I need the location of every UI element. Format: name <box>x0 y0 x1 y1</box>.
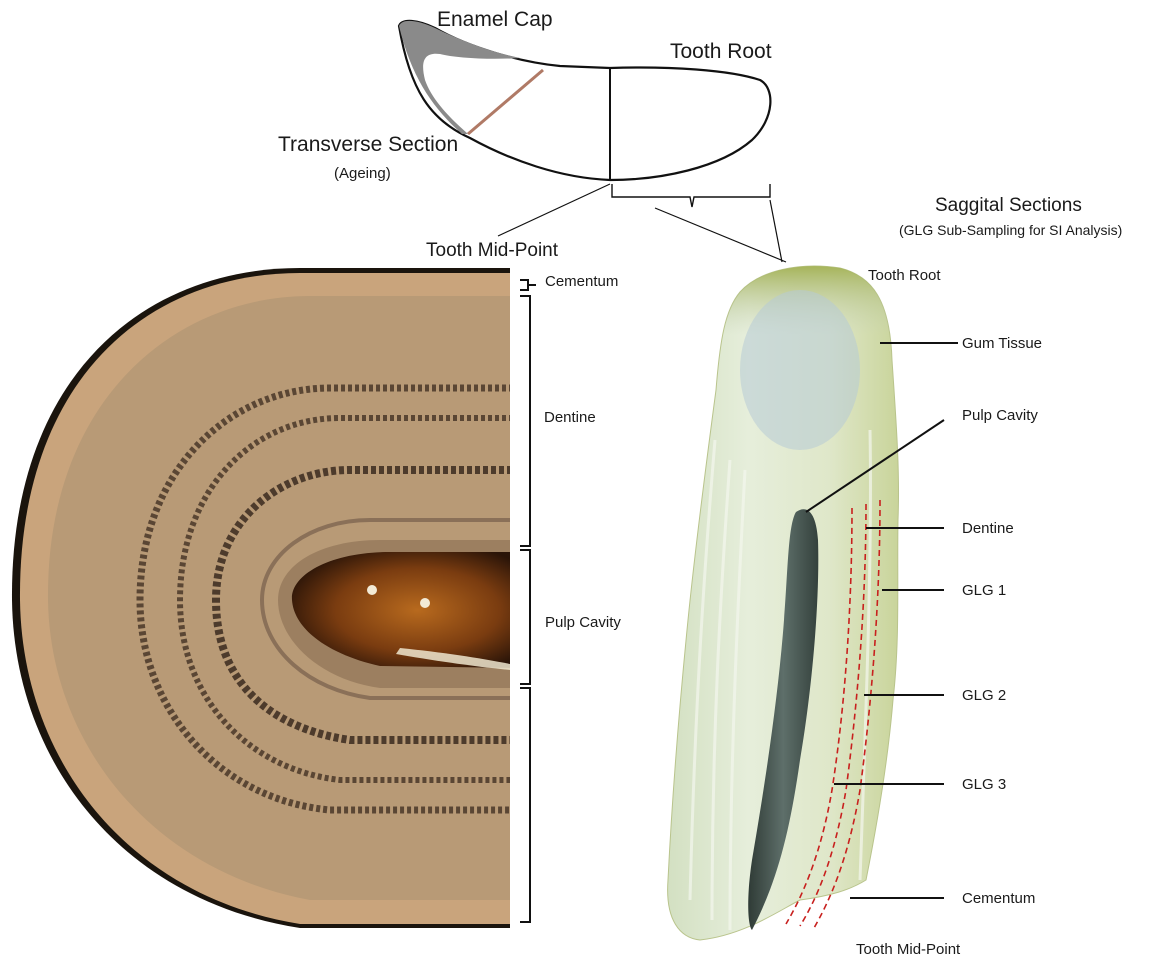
transverse-section-line <box>468 70 543 134</box>
saggital-pulp-cavity-label: Pulp Cavity <box>962 407 1038 424</box>
saggital-tooth-root-label: Tooth Root <box>868 267 941 284</box>
dentine-bracket <box>520 296 530 546</box>
tooth-mid-point-label: Tooth Mid-Point <box>426 240 559 261</box>
connector-mid-right <box>655 208 786 262</box>
transverse-brackets <box>520 280 536 922</box>
transverse-cementum-label: Cementum <box>545 273 618 290</box>
pulp-highlight-1 <box>367 585 377 595</box>
transverse-section-label: Transverse Section <box>278 133 458 156</box>
cementum-bracket <box>520 280 536 290</box>
lower-bracket <box>520 688 530 922</box>
glg1-label: GLG 1 <box>962 582 1006 599</box>
saggital-cementum-label: Cementum <box>962 890 1035 907</box>
gum-tissue-label: Gum Tissue <box>962 335 1042 352</box>
pulp-cavity-bracket <box>520 550 530 684</box>
enamel-cap-shape <box>399 21 520 134</box>
connector-mid-left <box>498 184 610 236</box>
saggital-section-image <box>668 266 899 940</box>
transverse-ageing-note: (Ageing) <box>334 165 391 182</box>
transverse-section-image <box>12 268 520 928</box>
saggital-brace <box>612 184 770 207</box>
pulp-highlight-2 <box>420 598 430 608</box>
transverse-pulp-cavity-label: Pulp Cavity <box>545 614 621 631</box>
connector-root <box>770 200 782 262</box>
saggital-blue-region <box>740 290 860 450</box>
tooth-schematic: Enamel Cap Tooth Root Transverse Section… <box>278 8 1122 262</box>
glg2-label: GLG 2 <box>962 687 1006 704</box>
transverse-dentine-label: Dentine <box>544 409 596 426</box>
enamel-cap-label: Enamel Cap <box>437 8 553 31</box>
saggital-sections-label: Saggital Sections <box>935 195 1082 216</box>
saggital-dentine-label: Dentine <box>962 520 1014 537</box>
glg3-label: GLG 3 <box>962 776 1006 793</box>
tooth-root-label: Tooth Root <box>670 40 772 63</box>
saggital-note: (GLG Sub-Sampling for SI Analysis) <box>899 222 1122 238</box>
saggital-tooth-mid-point-label: Tooth Mid-Point <box>856 941 961 958</box>
